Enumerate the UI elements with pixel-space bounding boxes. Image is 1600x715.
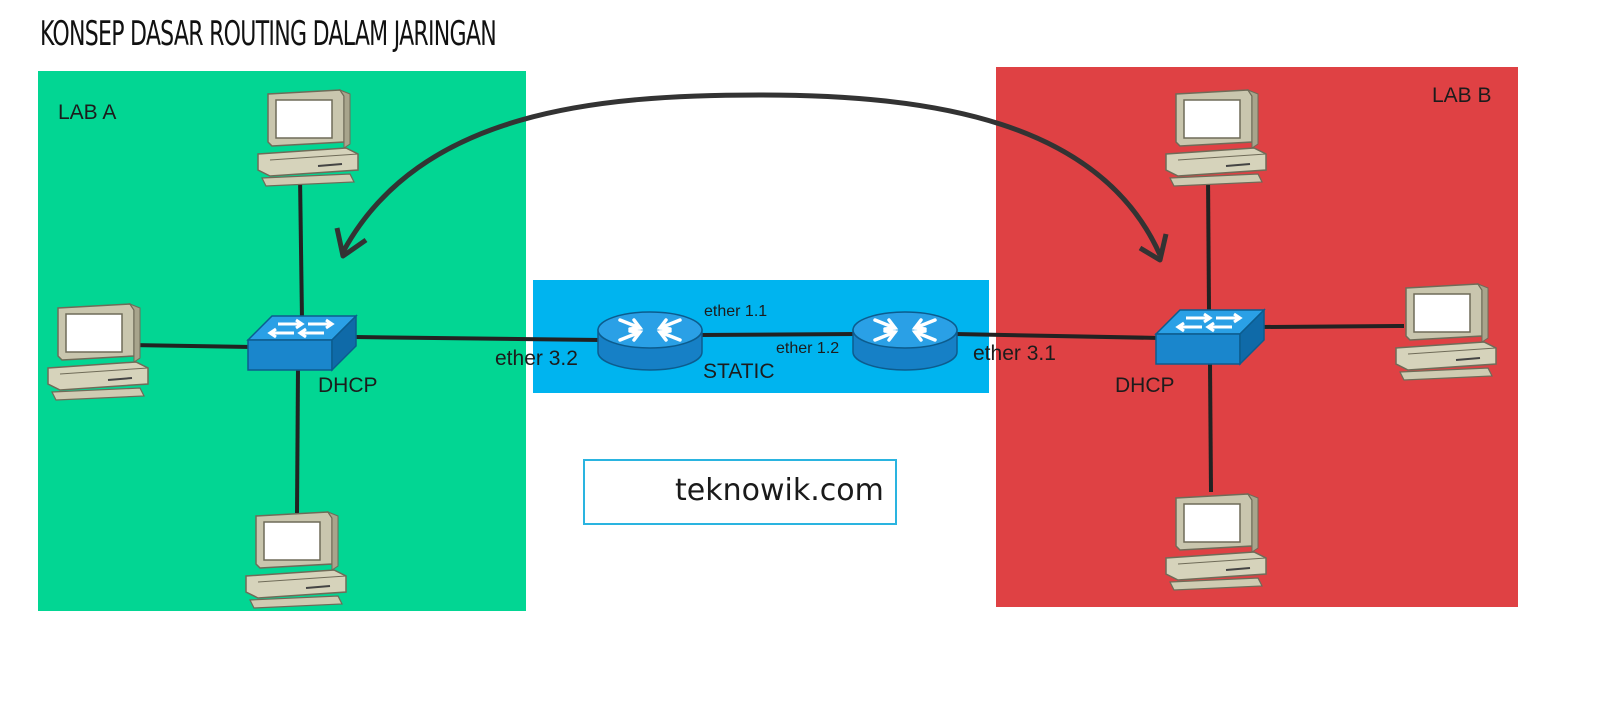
lab-b-switch-label: DHCP: [1115, 374, 1175, 397]
computer-icon[interactable]: [1165, 89, 1267, 187]
lab-a-switch-icon[interactable]: [246, 314, 358, 372]
lab-a-label: LAB A: [58, 101, 117, 124]
computer-icon[interactable]: [1165, 493, 1267, 591]
lab-b-switch-icon[interactable]: [1154, 308, 1266, 366]
static-core-label: STATIC: [703, 360, 775, 383]
lab-to-lab-arrow: [334, 92, 1169, 263]
lab-b-label: LAB B: [1432, 84, 1492, 107]
computer-icon[interactable]: [1395, 283, 1497, 381]
page-title: KONSEP DASAR ROUTING DALAM JARINGAN: [40, 14, 497, 54]
computer-icon[interactable]: [257, 89, 359, 187]
computer-icon[interactable]: [47, 303, 149, 401]
port-label-top-inner: ether 1.1: [704, 303, 768, 320]
lab-b-links: [1206, 175, 1405, 493]
router-left-icon[interactable]: [596, 310, 704, 372]
lab-a-switch-label: DHCP: [318, 374, 378, 397]
brand-box[interactable]: teknowik.com: [583, 459, 897, 525]
brand-name: teknowik.com: [675, 473, 884, 508]
lab-a-links: [129, 175, 304, 514]
core-links: [354, 332, 1161, 342]
port-label-left-outer: ether 3.2: [495, 347, 578, 370]
port-label-bottom-inner: ether 1.2: [776, 340, 840, 357]
router-right-icon[interactable]: [851, 310, 959, 372]
computer-icon[interactable]: [245, 511, 347, 609]
port-label-right-outer: ether 3.1: [973, 342, 1056, 365]
